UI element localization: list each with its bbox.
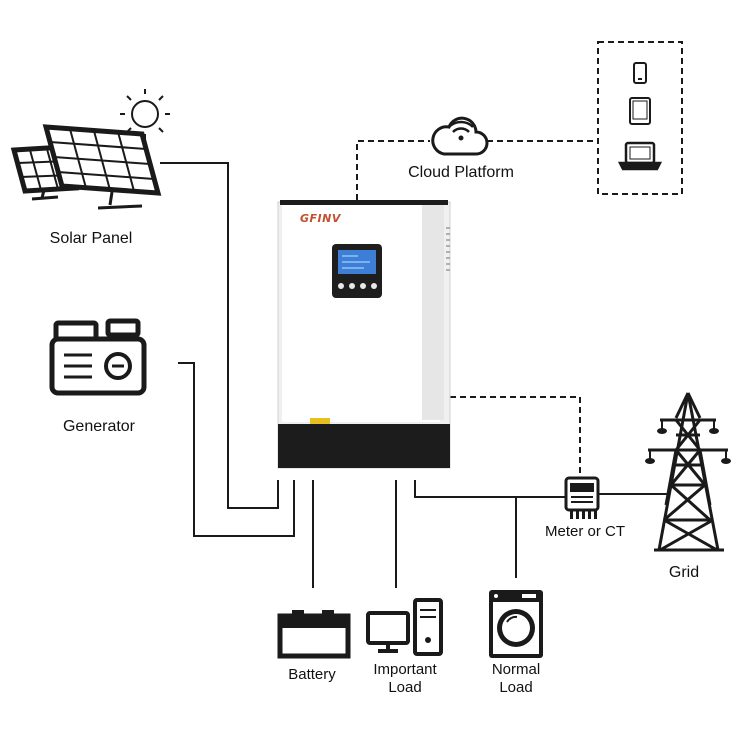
laptop-icon xyxy=(617,141,663,171)
important-load-label-line2: Load xyxy=(388,679,422,696)
solar-connection-line xyxy=(160,162,279,509)
phone-icon xyxy=(633,62,647,84)
solar-panel-label: Solar Panel xyxy=(49,230,133,247)
generator-label: Generator xyxy=(62,418,136,435)
solar-panel-icon xyxy=(10,124,162,210)
cloud-platform-label: Cloud Platform xyxy=(408,164,514,181)
meter-comm-line xyxy=(450,396,581,478)
battery-icon xyxy=(277,610,351,659)
computer-icon xyxy=(366,598,443,656)
normal-load-label-line2: Load xyxy=(499,679,533,696)
devices-box xyxy=(597,41,683,195)
inverter-brand: GFINV xyxy=(300,212,341,225)
cloud-wifi-icon xyxy=(431,116,489,156)
important-load-label-line1: Important xyxy=(373,661,437,678)
transmission-tower-icon xyxy=(645,392,731,552)
dashed-connections xyxy=(356,41,683,478)
meter-label: Meter or CT xyxy=(544,523,625,540)
solid-connections xyxy=(160,162,668,588)
generator-icon xyxy=(49,318,147,396)
normal-load-label-line1: Normal xyxy=(491,661,541,678)
generator-connection-line xyxy=(178,362,295,537)
meter-connection-line xyxy=(414,480,565,498)
inverter-device xyxy=(277,200,451,469)
battery-label: Battery xyxy=(288,666,336,683)
washing-machine-icon xyxy=(489,590,543,658)
meter-icon xyxy=(564,476,600,519)
grid-label: Grid xyxy=(668,564,700,581)
tablet-icon xyxy=(629,97,651,125)
